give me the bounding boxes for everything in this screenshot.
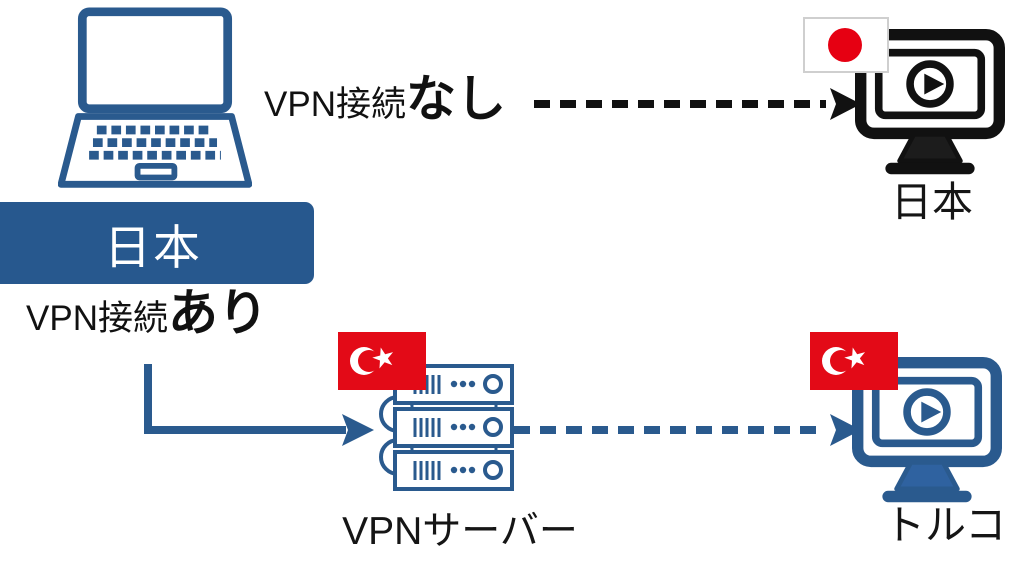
no-vpn-label-prefix: VPN接続 [264, 85, 406, 124]
vpn-label-emphasis: あり [167, 285, 268, 341]
vpn-server-label: VPNサーバー [342, 510, 578, 553]
vpn-label-prefix: VPN接続 [26, 299, 168, 338]
server-stack-icon [379, 364, 514, 491]
laptop-icon [58, 7, 252, 188]
monitor-play-icon [855, 28, 1005, 175]
turkey-destination-label: トルコ [884, 502, 1007, 548]
japan-flag [803, 17, 889, 73]
client-location-banner: 日本 [0, 202, 314, 284]
vpn-label: VPN接続あり [26, 288, 268, 338]
client-location-label: 日本 [104, 220, 202, 274]
no-vpn-label-emphasis: なし [405, 71, 506, 127]
vpn-dashed-arrow [514, 414, 861, 446]
japan-destination-label: 日本 [891, 179, 973, 225]
turkey-flag [338, 332, 426, 390]
no-vpn-dashed-arrow [534, 88, 861, 120]
turkey-flag [810, 332, 898, 390]
no-vpn-label: VPN接続なし [264, 74, 506, 124]
